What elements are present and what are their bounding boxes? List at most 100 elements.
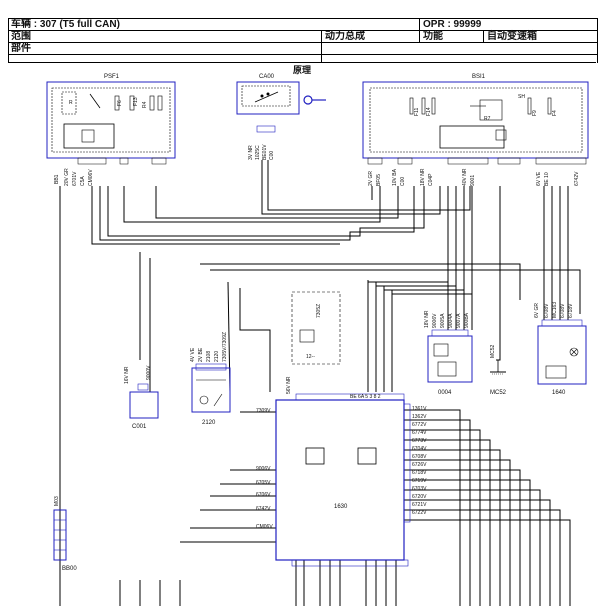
c0004-box: 18V NR 9006V 9005A 9004A 9007A 900BA 000… (424, 310, 473, 396)
mc52-ground: MC52 MC52 (490, 344, 507, 396)
part-label: 部件 (11, 43, 31, 54)
ecu-left-label: 6742V (256, 506, 271, 512)
bsi-wire-label: 6742V (574, 171, 580, 186)
c001-label: C001 (132, 424, 147, 430)
bsi-wire-label: 6V VE (536, 171, 542, 186)
vehicle-label: 车辆 : 307 (T5 full CAN) (11, 19, 120, 30)
ecu-right-label: 6722V (412, 510, 427, 516)
ecu-left-label: 6706V (256, 492, 271, 498)
bsi-wire-label: C04P (428, 173, 434, 186)
header-bottom-line (8, 62, 596, 63)
ecu-right-label: 1361V (412, 406, 427, 412)
ecu-left-label: CM06V (256, 524, 273, 530)
function-value: 自动变速箱 (487, 31, 537, 42)
psf1-pin-label: CM06V (88, 169, 94, 186)
c2120-wire: 2V BE (198, 347, 204, 362)
ecu-right-label: 6774V (412, 430, 427, 436)
c1640-wire: MC163 (552, 302, 558, 318)
mc52-label: MC52 (490, 390, 507, 396)
ecu-right-label: 6720V (412, 494, 427, 500)
ecu-left-label: 9006V (256, 466, 271, 472)
ecu-label: 1630 (334, 504, 348, 510)
ecu-right-label: 6773V (412, 438, 427, 444)
bsi-fuse-f14: F14 (426, 107, 432, 116)
header-row-1: 车辆 : 307 (T5 full CAN) OPR : 99999 (8, 18, 598, 31)
ca00-label: CA00 (259, 74, 275, 80)
header-row-4 (8, 54, 598, 63)
mc52-tag: MC52 (490, 344, 496, 358)
bsi-relay-r7: R7 (484, 116, 491, 122)
wire-harness (59, 160, 581, 606)
ecu-left-label: 7309V (256, 408, 271, 414)
c001-box: 16V NR 9000V C001 (124, 365, 159, 430)
bsi-wire-label: 10V BA (392, 168, 398, 186)
bsi-wire-label: 2V GR (368, 171, 374, 186)
opr-label: OPR : 99999 (423, 19, 482, 30)
bsi-wire-label: BE 10 (544, 172, 550, 186)
c2120-wire: 2108 (206, 351, 212, 362)
ca00-box: CA00 (236, 74, 326, 133)
ca00-wire-label: C00 (269, 151, 275, 160)
c0004-conn: 18V NR (424, 310, 430, 328)
ecu-right-label: 6703V (412, 486, 427, 492)
c1640-box: 6V GR 6708V MC163 6708V 6718V 1640 (534, 302, 587, 396)
c2120-wire: 7305V/7309Z (222, 332, 228, 362)
ecu-right-labels: 1361V 1362V 6772V 6774V 6773V 6704V 6708… (412, 406, 427, 516)
c7305z-box: 7305Z 12-- (291, 291, 341, 365)
c7305z-label: 7305Z (316, 304, 322, 318)
diagram-subtitle: 原理 (292, 65, 311, 75)
divider (419, 31, 420, 43)
ecu-right-label: 6708V (412, 454, 427, 460)
divider (321, 31, 322, 43)
c1640-wire: 6718V (568, 303, 574, 318)
divider (483, 31, 484, 43)
psf1-pin-label: 20V GR (64, 168, 70, 186)
psf1-relay-r4: R4 (142, 101, 148, 108)
c0004-wire: 9006V (432, 313, 438, 328)
ecu-top-pins: BE 6A 5 3 8 2 (350, 394, 381, 400)
c2120-wire: 2120 (214, 351, 220, 362)
c0004-label: 0004 (438, 390, 452, 396)
bb00-label: BB00 (62, 566, 77, 572)
bsi-fuse-f9: F9 (532, 110, 538, 116)
ecu-1630: 56V NR BE 6A 5 3 8 2 1630 (275, 376, 411, 567)
system-label: 动力总成 (325, 31, 365, 42)
function-label: 功能 (423, 31, 443, 42)
bsi-fuse-f4: F4 (552, 110, 558, 116)
psf1-label: PSF1 (104, 74, 120, 80)
divider (419, 19, 420, 31)
bsi1-box: F11 F14 F9 F4 R7 SH BSI1 (362, 74, 589, 165)
bsi-wire-labels: 2V GR BF05 10V BA C00 18V NR C04P 40V NR… (368, 168, 580, 186)
c1640-conn: 6V GR (534, 303, 540, 318)
bsi-wire-label: 9001 (470, 175, 476, 186)
c0004-wire: 9004A (448, 313, 454, 328)
psf1-fuse-f13: F13 (133, 97, 139, 106)
psf1-pin-label: 6701V (72, 171, 78, 186)
ecu-left-label: 6705V (256, 480, 271, 486)
psf1-fuse-f6: F6 (117, 100, 123, 106)
ecu-left-labels: 7309V 9006V 6705V 6706V 6742V CM06V (256, 408, 273, 530)
c12-label: 12-- (306, 354, 315, 360)
bsi-wire-label: 18V NR (420, 168, 426, 186)
c1640-wire: 6708V (560, 303, 566, 318)
divider (321, 43, 322, 55)
range-label: 范围 (11, 31, 31, 42)
bb1-label: BB1 (54, 174, 60, 184)
c2120-label: 2120 (202, 420, 216, 426)
c0004-wire: 900BA (464, 312, 470, 328)
ecu-right-label: 6772V (412, 422, 427, 428)
c1640-label: 1640 (552, 390, 566, 396)
bsi-sh: SH (518, 94, 525, 100)
c1640-wire: 6708V (544, 303, 550, 318)
bsi-wire-label: BF05 (376, 174, 382, 186)
psf1-relay-r: R (69, 100, 73, 106)
psf1-pin-labels: 20V GR 6701V C5A CM06V BB1 (54, 168, 94, 186)
c0004-wire: 9005A (440, 313, 446, 328)
ecu-right-label: 6726V (412, 462, 427, 468)
c2120-conn: 4V VE (190, 347, 196, 362)
m03-label: M03 (54, 496, 60, 506)
ecu-conn: 56V NR (286, 376, 292, 394)
c2120-box: 4V VE 2V BE 2108 2120 7305V/7309Z 2120 (190, 332, 231, 426)
ca00-wire-label: 1025C (255, 145, 261, 160)
